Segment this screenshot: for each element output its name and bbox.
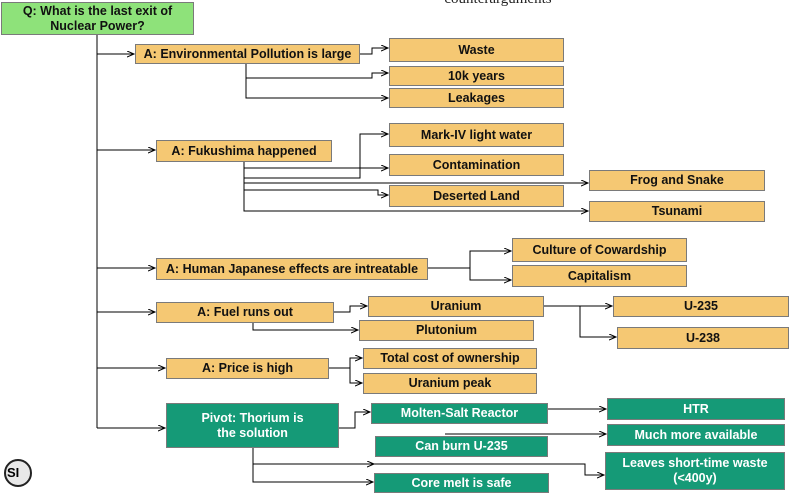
pivot-node: Pivot: Thorium is the solution [166,403,339,448]
caption-text: counterarguments [398,0,598,8]
leakages-label: Leakages [448,90,505,105]
core-melt-label: Core melt is safe [411,475,512,490]
price-node: A: Price is high [166,358,329,379]
logo-icon: SI [4,459,32,487]
fuel-label: A: Fuel runs out [197,305,293,319]
uranium-peak-label: Uranium peak [408,376,492,390]
plutonium-label: Plutonium [415,323,478,337]
uranium-peak-node: Uranium peak [363,373,537,394]
molten-salt-node: Molten-Salt Reactor [371,403,548,424]
molten-salt-label: Molten-Salt Reactor [400,406,519,420]
capitalism-node: Capitalism [512,265,687,287]
u238-label: U-238 [685,330,721,345]
pollution-node: A: Environmental Pollution is large [135,44,360,64]
10k-years-label: 10k years [447,68,505,83]
deserted-land-node: Deserted Land [389,185,564,207]
u235-label: U-235 [683,299,719,313]
plutonium-node: Plutonium [359,320,534,341]
frog-snake-node: Frog and Snake [589,170,765,191]
human-effects-node: A: Human Japanese effects are intreatabl… [156,258,428,280]
cowardship-node: Culture of Cowardship [512,238,687,262]
mark-iv-node: Mark-IV light water [389,123,564,147]
waste-node: Waste [389,38,564,62]
tco-label: Total cost of ownership [380,351,520,365]
fuel-node: A: Fuel runs out [156,302,334,323]
core-melt-node: Core melt is safe [374,473,549,493]
logo-text: SI [7,465,19,480]
question-label: Q: What is the last exit of Nuclear Powe… [22,3,173,33]
fukushima-node: A: Fukushima happened [156,140,332,162]
can-burn-node: Can burn U-235 [375,436,548,457]
waste-label: Waste [458,42,495,57]
deserted-land-label: Deserted Land [433,188,520,203]
cowardship-label: Culture of Cowardship [532,242,667,257]
10k-years-node: 10k years [389,66,564,86]
frog-snake-label: Frog and Snake [630,173,724,187]
more-available-node: Much more available [607,424,785,446]
more-available-label: Much more available [634,427,758,442]
can-burn-label: Can burn U-235 [415,439,508,453]
fukushima-label: A: Fukushima happened [171,143,317,158]
human-effects-label: A: Human Japanese effects are intreatabl… [165,261,419,276]
tco-node: Total cost of ownership [363,348,537,369]
tsunami-node: Tsunami [589,201,765,222]
capitalism-label: Capitalism [567,268,632,283]
short-waste-label: Leaves short-time waste (<400y) [622,456,768,485]
price-label: A: Price is high [202,361,293,375]
short-waste-node: Leaves short-time waste (<400y) [605,452,785,490]
pivot-label: Pivot: Thorium is the solution [201,410,304,440]
tsunami-label: Tsunami [651,204,703,218]
leakages-node: Leakages [389,88,564,108]
u238-node: U-238 [617,327,789,349]
contamination-node: Contamination [389,154,564,176]
contamination-label: Contamination [432,157,521,172]
mark-iv-label: Mark-IV light water [420,127,533,142]
uranium-label: Uranium [430,299,482,313]
htr-label: HTR [683,401,709,416]
question-node: Q: What is the last exit of Nuclear Powe… [1,2,194,35]
htr-node: HTR [607,398,785,420]
u235-node: U-235 [613,296,789,317]
uranium-node: Uranium [368,296,544,317]
pollution-label: A: Environmental Pollution is large [143,46,352,61]
